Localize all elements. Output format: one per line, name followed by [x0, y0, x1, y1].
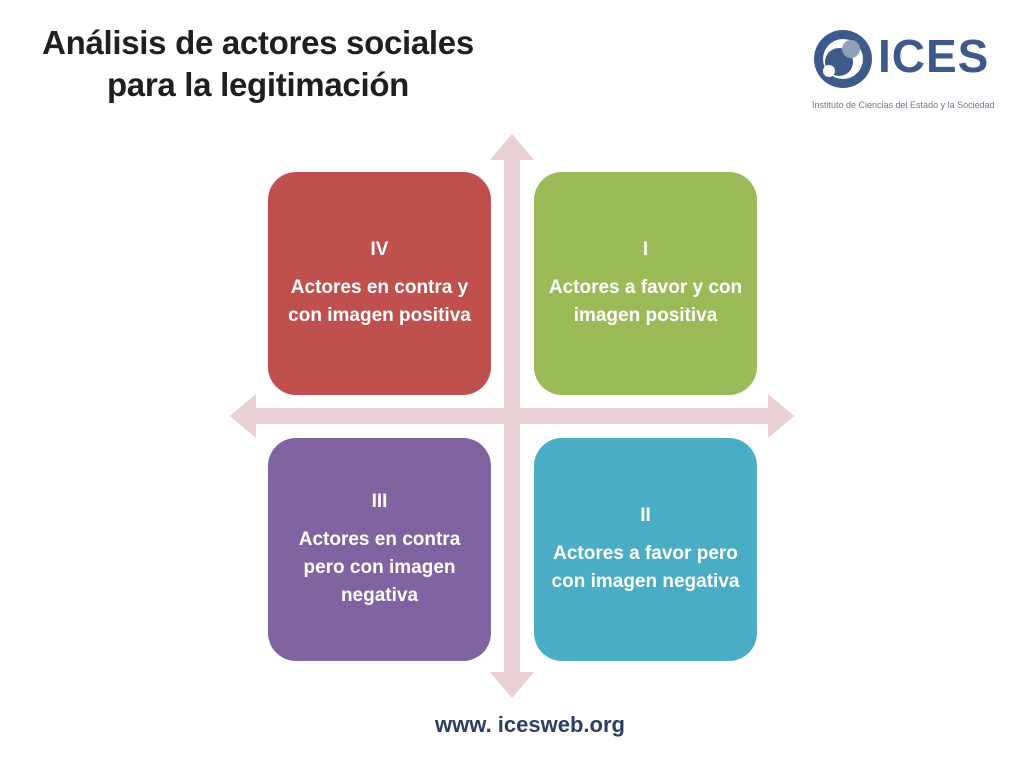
quadrant-iii-text: Actores en contra pero con imagen negati… — [298, 528, 461, 606]
quadrant-i-numeral: I — [642, 238, 649, 260]
title-line-1: Análisis de actores sociales — [42, 24, 474, 61]
logo-wordmark: ICES — [878, 30, 990, 82]
quadrant-ii: II Actores a favor pero con imagen negat… — [534, 438, 757, 661]
quadrant-ii-text: Actores a favor pero con imagen negativa — [551, 542, 740, 592]
quadrant-iv: IV Actores en contra y con imagen positi… — [268, 172, 491, 395]
quadrant-iv-numeral: IV — [370, 238, 389, 260]
logo-subtitle: Instituto de Ciencias del Estado y la So… — [812, 100, 995, 110]
horizontal-double-arrow-icon — [230, 394, 794, 438]
quadrant-i: I Actores a favor y con imagen positiva — [534, 172, 757, 395]
title-line-2: para la legitimación — [106, 66, 410, 103]
quadrant-iii: III Actores en contra pero con imagen ne… — [268, 438, 491, 661]
quadrant-iv-text: Actores en contra y con imagen positiva — [288, 276, 471, 326]
quadrant-iii-numeral: III — [371, 490, 388, 512]
page-title: Análisis de actores sociales para la leg… — [20, 22, 496, 106]
footer-website-link[interactable]: www. icesweb.org — [435, 712, 625, 737]
quadrant-ii-numeral: II — [640, 504, 651, 526]
ices-logo-mark-icon — [814, 30, 872, 88]
ices-logo: ICES Instituto de Ciencias del Estado y … — [808, 22, 995, 118]
quadrant-i-text: Actores a favor y con imagen positiva — [548, 276, 743, 326]
